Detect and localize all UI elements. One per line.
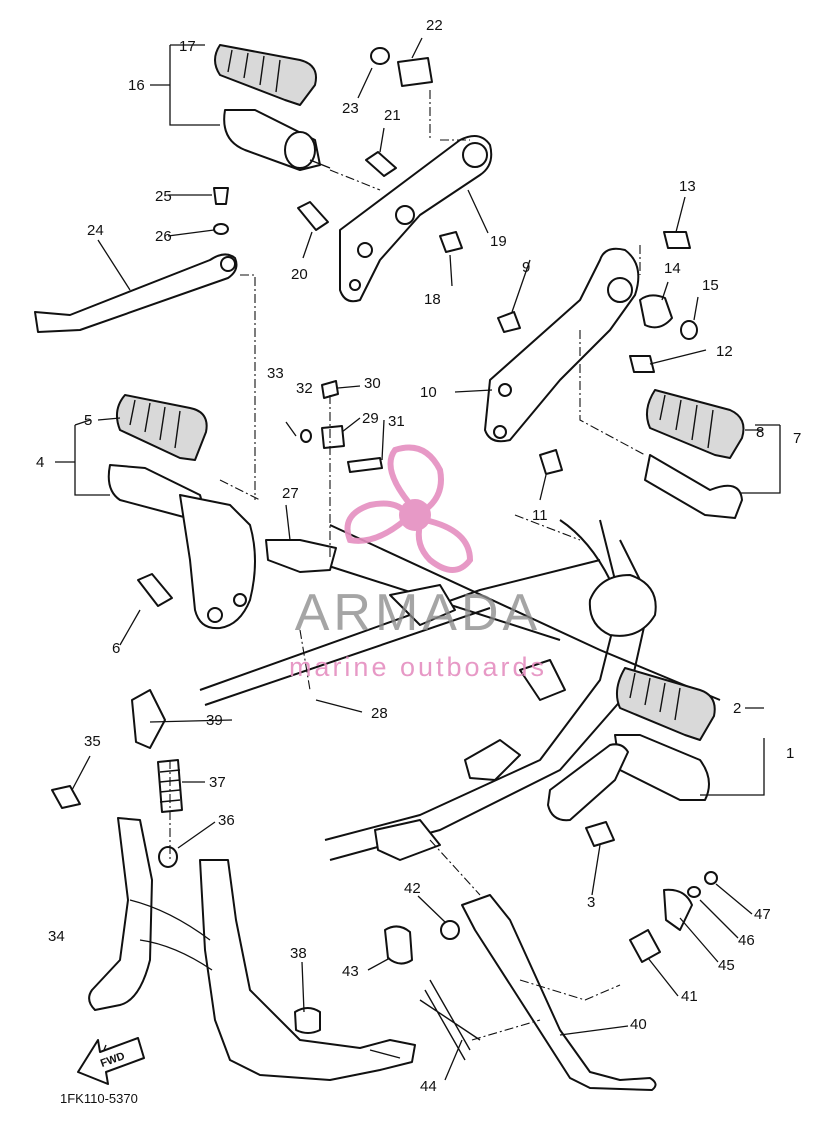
callout-19: 19 (490, 233, 507, 250)
callout-36: 36 (218, 812, 235, 829)
main-stand (51, 689, 416, 1081)
callout-24: 24 (87, 222, 104, 239)
shift-linkage (265, 380, 383, 573)
callout-45: 45 (718, 957, 735, 974)
callout-8: 8 (756, 424, 764, 441)
leader-lines (55, 44, 781, 1076)
callout-6: 6 (112, 640, 120, 657)
shift-lever (34, 253, 238, 333)
callout-10: 10 (420, 384, 437, 401)
callout-30: 30 (364, 375, 381, 392)
callout-35: 35 (84, 733, 101, 750)
callout-leaders (71, 37, 762, 1081)
fwd-arrow: FWD (77, 1037, 145, 1085)
callout-17: 17 (179, 38, 196, 55)
propeller-logo (344, 444, 474, 573)
callout-22: 22 (426, 17, 443, 34)
front-footrest-left (107, 394, 256, 630)
callout-9: 9 (522, 259, 530, 276)
callout-42: 42 (404, 880, 421, 897)
watermark-brand: ARMADA (295, 584, 541, 642)
callout-12: 12 (716, 343, 733, 360)
callout-15: 15 (702, 277, 719, 294)
rear-bracket-left (339, 135, 493, 303)
watermark-tagline: marine outboards (289, 652, 547, 682)
callout-31: 31 (388, 413, 405, 430)
callout-1: 1 (786, 745, 794, 762)
watermark: ARMADA marine outboards (289, 444, 547, 682)
callout-37: 37 (209, 774, 226, 791)
callout-34: 34 (48, 928, 65, 945)
callout-32: 32 (296, 380, 313, 397)
callout-21: 21 (384, 107, 401, 124)
callout-20: 20 (291, 266, 308, 283)
callout-18: 18 (424, 291, 441, 308)
callout-40: 40 (630, 1016, 647, 1033)
callout-44: 44 (420, 1078, 437, 1095)
callout-5: 5 (84, 412, 92, 429)
callout-3: 3 (587, 894, 595, 911)
callout-27: 27 (282, 485, 299, 502)
callout-4: 4 (36, 454, 44, 471)
callout-47: 47 (754, 906, 771, 923)
callout-2: 2 (733, 700, 741, 717)
callout-41: 41 (681, 988, 698, 1005)
callout-23: 23 (342, 100, 359, 117)
small-fasteners-top (213, 47, 521, 333)
front-footrest-right (547, 667, 716, 847)
callout-29: 29 (362, 410, 379, 427)
callout-38: 38 (290, 945, 307, 962)
frame-tubes (199, 519, 721, 861)
callout-14: 14 (664, 260, 681, 277)
rear-bracket-right (484, 231, 698, 443)
callout-33: 33 (267, 365, 284, 382)
rear-footrest-right (539, 389, 745, 519)
rear-footrest-left (214, 44, 331, 171)
callout-11: 11 (532, 507, 548, 524)
callout-26: 26 (155, 228, 172, 245)
callout-28: 28 (371, 705, 388, 722)
callout-43: 43 (342, 963, 359, 980)
side-stand (384, 871, 718, 1091)
callout-16: 16 (128, 77, 145, 94)
part-code: 1FK110-5370 (60, 1091, 138, 1106)
callout-46: 46 (738, 932, 755, 949)
callout-25: 25 (155, 188, 172, 205)
callout-labels: 1 2 3 4 5 6 7 8 9 10 11 12 13 14 15 16 1… (36, 17, 801, 1106)
callout-13: 13 (679, 178, 696, 195)
callout-7: 7 (793, 430, 801, 447)
